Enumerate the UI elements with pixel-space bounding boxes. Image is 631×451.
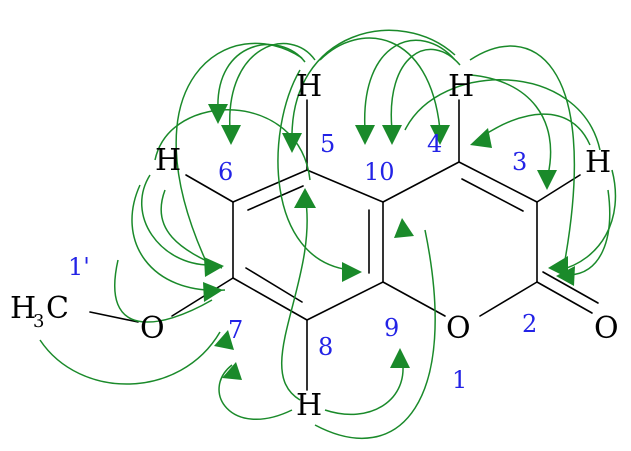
correlation-h5-c4 bbox=[319, 37, 441, 131]
bond-c7-c8-inner bbox=[245, 267, 303, 303]
correlation-h6-c7-c bbox=[160, 189, 223, 269]
correlation-layer bbox=[39, 29, 617, 440]
atom-h5: H bbox=[296, 69, 322, 104]
correlation-h4-c2 bbox=[469, 45, 575, 261]
position-number-8: 8 bbox=[318, 333, 333, 361]
bond-c5-c6-inner bbox=[247, 185, 304, 211]
atom-methyl-subscript: 3 bbox=[33, 311, 44, 332]
arrowhead-c7-b bbox=[203, 282, 223, 302]
correlation-h8-c7 bbox=[218, 364, 293, 421]
correlation-h5-c6-b bbox=[229, 42, 316, 131]
correlation-h8-c6 bbox=[281, 194, 308, 401]
position-number-2: 2 bbox=[522, 310, 537, 338]
arrowhead-c7 bbox=[204, 257, 224, 277]
atom-h8: H bbox=[296, 388, 322, 423]
arrowhead-c10-c bbox=[394, 218, 414, 238]
position-number-6: 6 bbox=[218, 158, 233, 186]
atom-o-carbonyl: O bbox=[594, 311, 619, 346]
correlation-h3-c10 bbox=[404, 79, 601, 151]
bond-layer bbox=[89, 99, 599, 391]
atom-methyl-h: H bbox=[10, 291, 36, 326]
position-number-1-prime: 1' bbox=[68, 253, 90, 281]
position-number-10: 10 bbox=[364, 158, 395, 186]
position-number-4: 4 bbox=[427, 130, 442, 158]
correlation-h4-c10-b bbox=[390, 48, 461, 131]
arrowhead-c9-b bbox=[390, 348, 410, 368]
bond-o-methoxy-ch3 bbox=[89, 311, 139, 323]
bond-c10-c4 bbox=[382, 161, 460, 203]
atom-methyl-c: C bbox=[46, 291, 69, 326]
correlation-h6-c7 bbox=[140, 174, 211, 266]
bond-c6-h6 bbox=[185, 174, 234, 203]
correlation-h4-c3 bbox=[469, 74, 552, 176]
correlation-h5-c6 bbox=[217, 43, 306, 111]
bond-c2-o-carbonyl bbox=[536, 281, 593, 314]
bond-c2-o-carbonyl-2 bbox=[542, 271, 599, 304]
bond-c4-c3 bbox=[458, 161, 538, 203]
correlation-h3-c2-b bbox=[567, 189, 611, 276]
atom-h6: H bbox=[155, 143, 181, 178]
arrowhead-c10 bbox=[355, 125, 375, 145]
arrowhead-c5-b bbox=[294, 188, 316, 208]
position-number-3: 3 bbox=[512, 148, 527, 176]
bond-c5-c6 bbox=[232, 169, 308, 203]
correlation-h4-c10 bbox=[364, 39, 456, 131]
bond-c8-c9 bbox=[306, 281, 384, 321]
correlation-methyl-c7-b bbox=[114, 259, 213, 323]
correlation-h4-c5 bbox=[291, 29, 456, 141]
atom-labels: H H H H H O O O H 3 C bbox=[10, 69, 619, 423]
position-number-1: 1 bbox=[452, 366, 467, 394]
arrowhead-c7-c bbox=[214, 330, 234, 350]
arrowhead-c6-b bbox=[221, 125, 241, 145]
arrowhead-c5 bbox=[282, 133, 302, 153]
bond-c2-o1 bbox=[479, 281, 538, 317]
correlation-h8-c9 bbox=[324, 357, 404, 416]
position-numbers: 1 1' 2 3 4 5 6 7 8 9 10 bbox=[68, 130, 537, 394]
correlation-h8-c10 bbox=[314, 229, 436, 440]
correlation-h3-c4 bbox=[479, 113, 591, 146]
bond-c7-c8 bbox=[232, 277, 308, 321]
bond-c4-c3-inner bbox=[461, 178, 524, 212]
atom-o-ring: O bbox=[446, 311, 471, 346]
arrowhead-c6 bbox=[208, 104, 228, 124]
arrowhead-c4 bbox=[430, 125, 450, 145]
correlation-h6-c5 bbox=[154, 109, 311, 181]
arrowhead-c7-d bbox=[222, 362, 242, 380]
bond-c10-c5 bbox=[306, 169, 384, 203]
bond-c7-o-methoxy bbox=[171, 277, 234, 317]
position-number-9: 9 bbox=[384, 314, 399, 342]
correlation-h5-c7 bbox=[175, 42, 303, 271]
correlation-h6-c8 bbox=[131, 184, 226, 291]
position-number-5: 5 bbox=[320, 130, 335, 158]
arrowhead-c10-b bbox=[382, 125, 402, 145]
correlation-h5-c9 bbox=[277, 69, 351, 271]
position-number-7: 7 bbox=[228, 316, 243, 344]
arrowhead-c4-b bbox=[470, 128, 492, 148]
arrowhead-c2-b bbox=[556, 266, 575, 286]
arrowhead-c9 bbox=[342, 262, 362, 282]
correlation-h3-c2 bbox=[559, 169, 617, 271]
atom-h3: H bbox=[585, 145, 611, 180]
bond-c3-h3 bbox=[536, 174, 581, 203]
atom-h4: H bbox=[448, 69, 474, 104]
correlation-methyl-c7 bbox=[39, 331, 221, 385]
arrowhead-c3 bbox=[537, 170, 557, 190]
atom-o-methoxy: O bbox=[140, 311, 165, 346]
